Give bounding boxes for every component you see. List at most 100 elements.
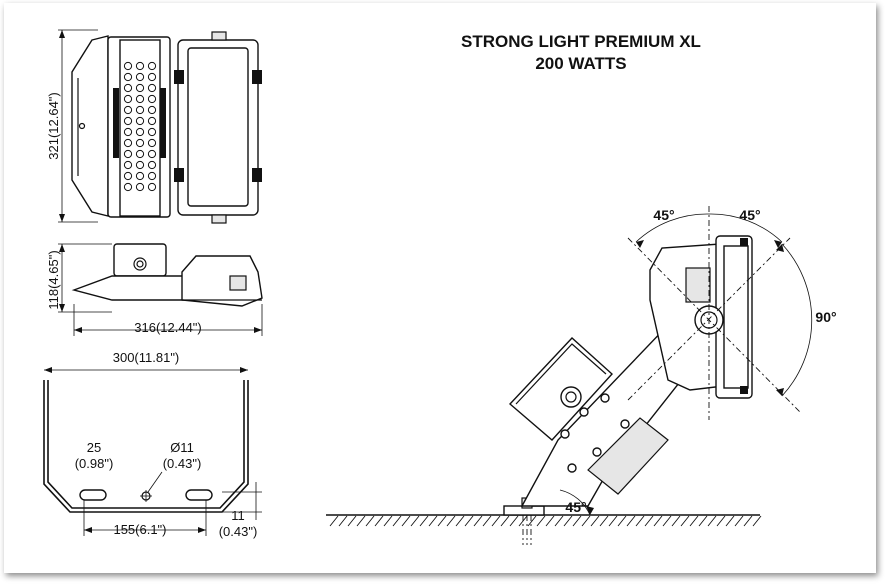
ground-hatch-line — [644, 515, 654, 527]
bracket-view: 300(11.81") 25 (0.98") Ø11 (0.43") 155(6… — [43, 350, 262, 539]
slot-size-inch-label: (0.98") — [75, 456, 114, 471]
led-dot — [123, 171, 133, 181]
ground-hatch-line — [572, 515, 582, 527]
ground-hatch-line — [410, 515, 420, 527]
led-dot — [147, 72, 157, 82]
ground-hatch-line — [446, 515, 456, 527]
ground-hatch-line — [707, 515, 717, 527]
ground-hatch-line — [680, 515, 690, 527]
led-dot — [147, 182, 157, 192]
ground-hatch-line — [671, 515, 681, 527]
led-dot — [135, 160, 145, 170]
hole-spacing-dimension: 155(6.1") — [113, 522, 166, 537]
led-dot — [135, 83, 145, 93]
bracket-width-dimension: 300(11.81") — [113, 350, 180, 365]
slot-size-label: 25 — [87, 440, 101, 455]
tilt-angle-left: 45° — [653, 207, 674, 223]
led-dot — [135, 149, 145, 159]
ground-hatch-line — [590, 515, 600, 527]
led-dot — [135, 182, 145, 192]
led-dot — [123, 182, 133, 192]
ground-hatch-line — [455, 515, 465, 527]
title-line-2: 200 WATTS — [535, 54, 626, 73]
led-dot — [123, 94, 133, 104]
ground-hatch-line — [581, 515, 591, 527]
led-dot — [135, 138, 145, 148]
hole-diameter-label: Ø11 — [170, 440, 194, 455]
ground-hatch-line — [365, 515, 375, 527]
ground-hatch-line — [653, 515, 663, 527]
title-line-1: STRONG LIGHT PREMIUM XL — [461, 32, 701, 51]
installation-view: 45° 45° 90° 45° — [326, 206, 837, 545]
led-dot — [147, 127, 157, 137]
led-dot — [147, 83, 157, 93]
ground-hatch-line — [725, 515, 735, 527]
led-dot — [123, 72, 133, 82]
ground-hatch-line — [500, 515, 510, 527]
side-view: 118(4.65") 316(12.44") — [46, 243, 263, 336]
led-dot — [123, 116, 133, 126]
led-dot — [147, 171, 157, 181]
ground-hatch-line — [617, 515, 627, 527]
led-dot — [147, 149, 157, 159]
ground-hatch-line — [338, 515, 348, 527]
ground-hatch-line — [563, 515, 573, 527]
ground-hatch-line — [734, 515, 744, 527]
thickness-inch-label: (0.43") — [219, 524, 258, 539]
ground-hatch-line — [545, 515, 555, 527]
hole-diameter-inch-label: (0.43") — [163, 456, 202, 471]
ground-hatch-line — [662, 515, 672, 527]
ground-hatch-line — [437, 515, 447, 527]
ground-hatch-line — [401, 515, 411, 527]
tilt-angle-right: 45° — [739, 207, 760, 223]
ground-hatch-line — [635, 515, 645, 527]
led-dot — [147, 160, 157, 170]
ground-hatch-line — [347, 515, 357, 527]
led-dot — [123, 138, 133, 148]
led-dot — [135, 171, 145, 181]
led-dot — [147, 94, 157, 104]
led-dot — [123, 61, 133, 71]
led-dot — [123, 160, 133, 170]
ground-hatch-line — [491, 515, 501, 527]
base-angle: 45° — [565, 499, 586, 515]
led-dot — [147, 105, 157, 115]
ground-hatch-line — [329, 515, 339, 527]
led-dot — [123, 83, 133, 93]
ground-hatch-line — [554, 515, 564, 527]
ground-hatch-line — [608, 515, 618, 527]
ground-hatch-line — [356, 515, 366, 527]
led-dot — [147, 61, 157, 71]
led-dot — [123, 149, 133, 159]
ground-hatch-line — [527, 515, 537, 527]
height-dimension: 321(12.64") — [46, 92, 61, 160]
length-dimension: 316(12.44") — [134, 320, 202, 335]
ground-hatch-line — [536, 515, 546, 527]
led-dot — [123, 105, 133, 115]
thickness-label: 11 — [231, 508, 245, 523]
led-dot — [135, 72, 145, 82]
led-dot — [135, 127, 145, 137]
ground-hatch-line — [383, 515, 393, 527]
ground-hatch-line — [689, 515, 699, 527]
ground-hatch-line — [419, 515, 429, 527]
led-dot — [135, 116, 145, 126]
ground-hatch-line — [509, 515, 519, 527]
led-dot — [147, 138, 157, 148]
ground-hatch-line — [482, 515, 492, 527]
led-dot — [135, 105, 145, 115]
ground-hatch-line — [428, 515, 438, 527]
ground-hatch-line — [599, 515, 609, 527]
tilt-range-angle: 90° — [815, 309, 836, 325]
ground-hatch-line — [392, 515, 402, 527]
led-dot — [135, 94, 145, 104]
led-dot — [135, 61, 145, 71]
ground-hatch-line — [626, 515, 636, 527]
front-view: 321(12.64") — [46, 29, 262, 224]
led-dot — [123, 127, 133, 137]
ground-hatch-line — [464, 515, 474, 527]
ground-hatch-line — [743, 515, 753, 527]
depth-dimension: 118(4.65") — [46, 250, 61, 309]
ground-hatch-line — [473, 515, 483, 527]
